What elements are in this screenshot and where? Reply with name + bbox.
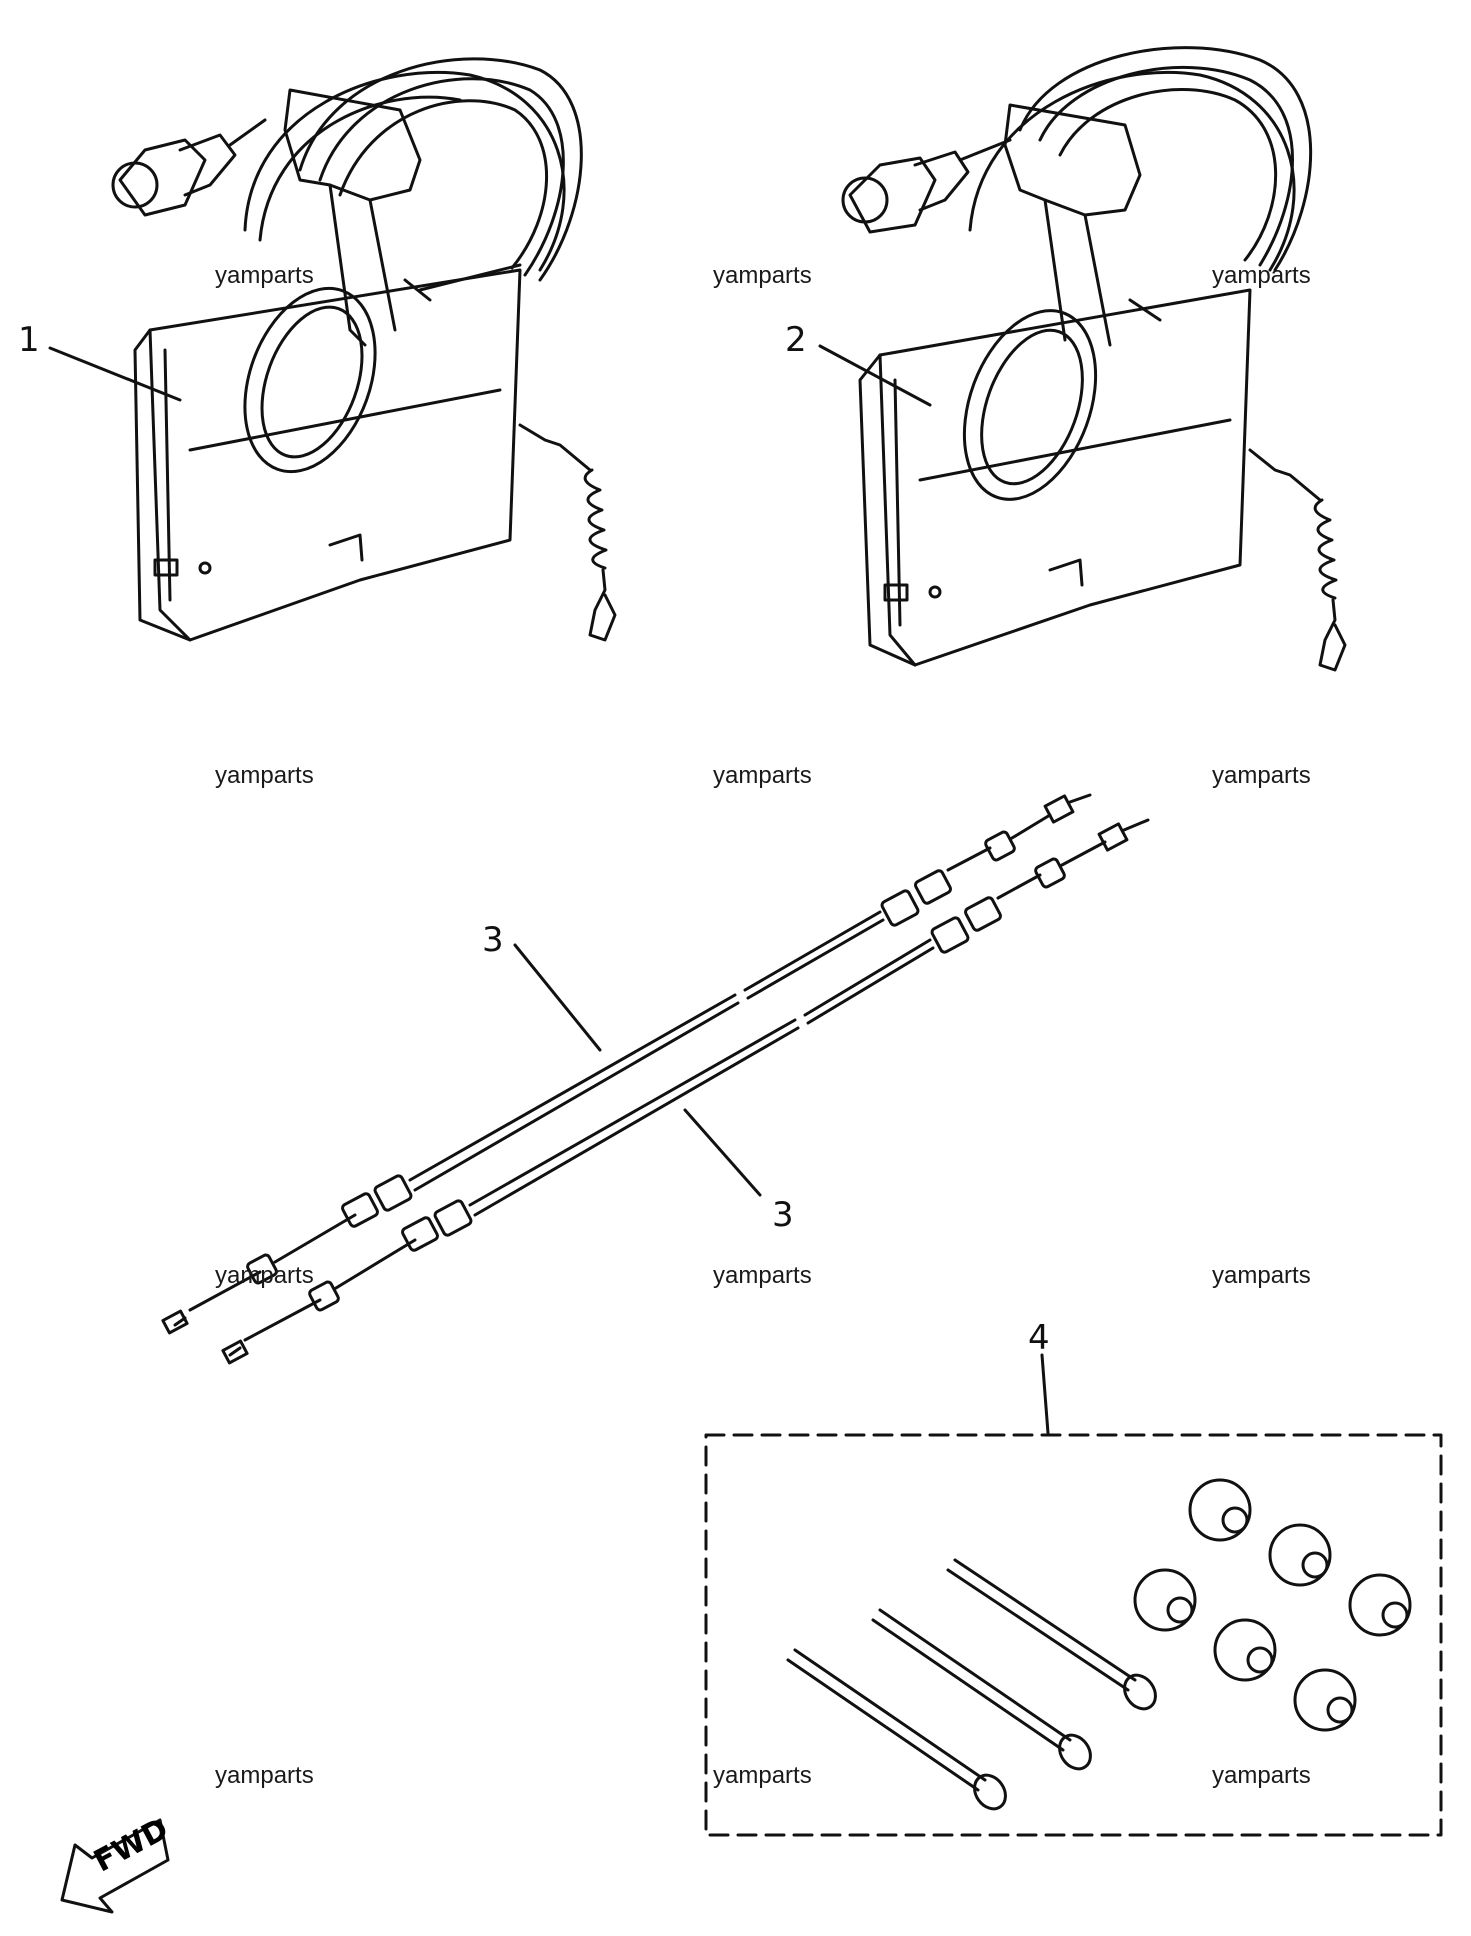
watermark: yamparts: [713, 762, 812, 789]
control-cable-upper: [161, 793, 1092, 1335]
watermark: yamparts: [1212, 1262, 1311, 1289]
leader-line-4: [1040, 1353, 1050, 1435]
watermark: yamparts: [215, 262, 314, 289]
control-cable-lower: [221, 818, 1150, 1365]
watermark: yamparts: [1212, 762, 1311, 789]
callout-part-3b: 3: [772, 1195, 794, 1235]
watermark: yamparts: [215, 1262, 314, 1289]
leader-line-2: [818, 344, 932, 407]
leader-line-1: [48, 346, 182, 402]
bushings: [1133, 1478, 1412, 1732]
leader-line-3a: [513, 943, 602, 1052]
bolt-1: [786, 1648, 1007, 1811]
watermark: yamparts: [713, 1762, 812, 1789]
watermark: yamparts: [215, 762, 314, 789]
watermark: yamparts: [1212, 262, 1311, 289]
remote-control-box-1: [111, 57, 617, 642]
fwd-arrow-icon: [60, 1818, 170, 1914]
bolt-3: [946, 1558, 1157, 1711]
watermark: yamparts: [1212, 1762, 1311, 1789]
callout-part-2: 2: [785, 320, 807, 360]
watermark: yamparts: [713, 262, 812, 289]
callout-part-4: 4: [1028, 1318, 1050, 1358]
remote-control-box-2: [841, 46, 1347, 672]
leader-line-3b: [683, 1108, 762, 1197]
callout-part-1: 1: [18, 320, 40, 360]
callout-part-3a: 3: [482, 920, 504, 960]
watermark: yamparts: [215, 1762, 314, 1789]
bolt-2: [871, 1608, 1092, 1771]
watermark: yamparts: [713, 1262, 812, 1289]
mounting-kit-box: [704, 1433, 1443, 1837]
